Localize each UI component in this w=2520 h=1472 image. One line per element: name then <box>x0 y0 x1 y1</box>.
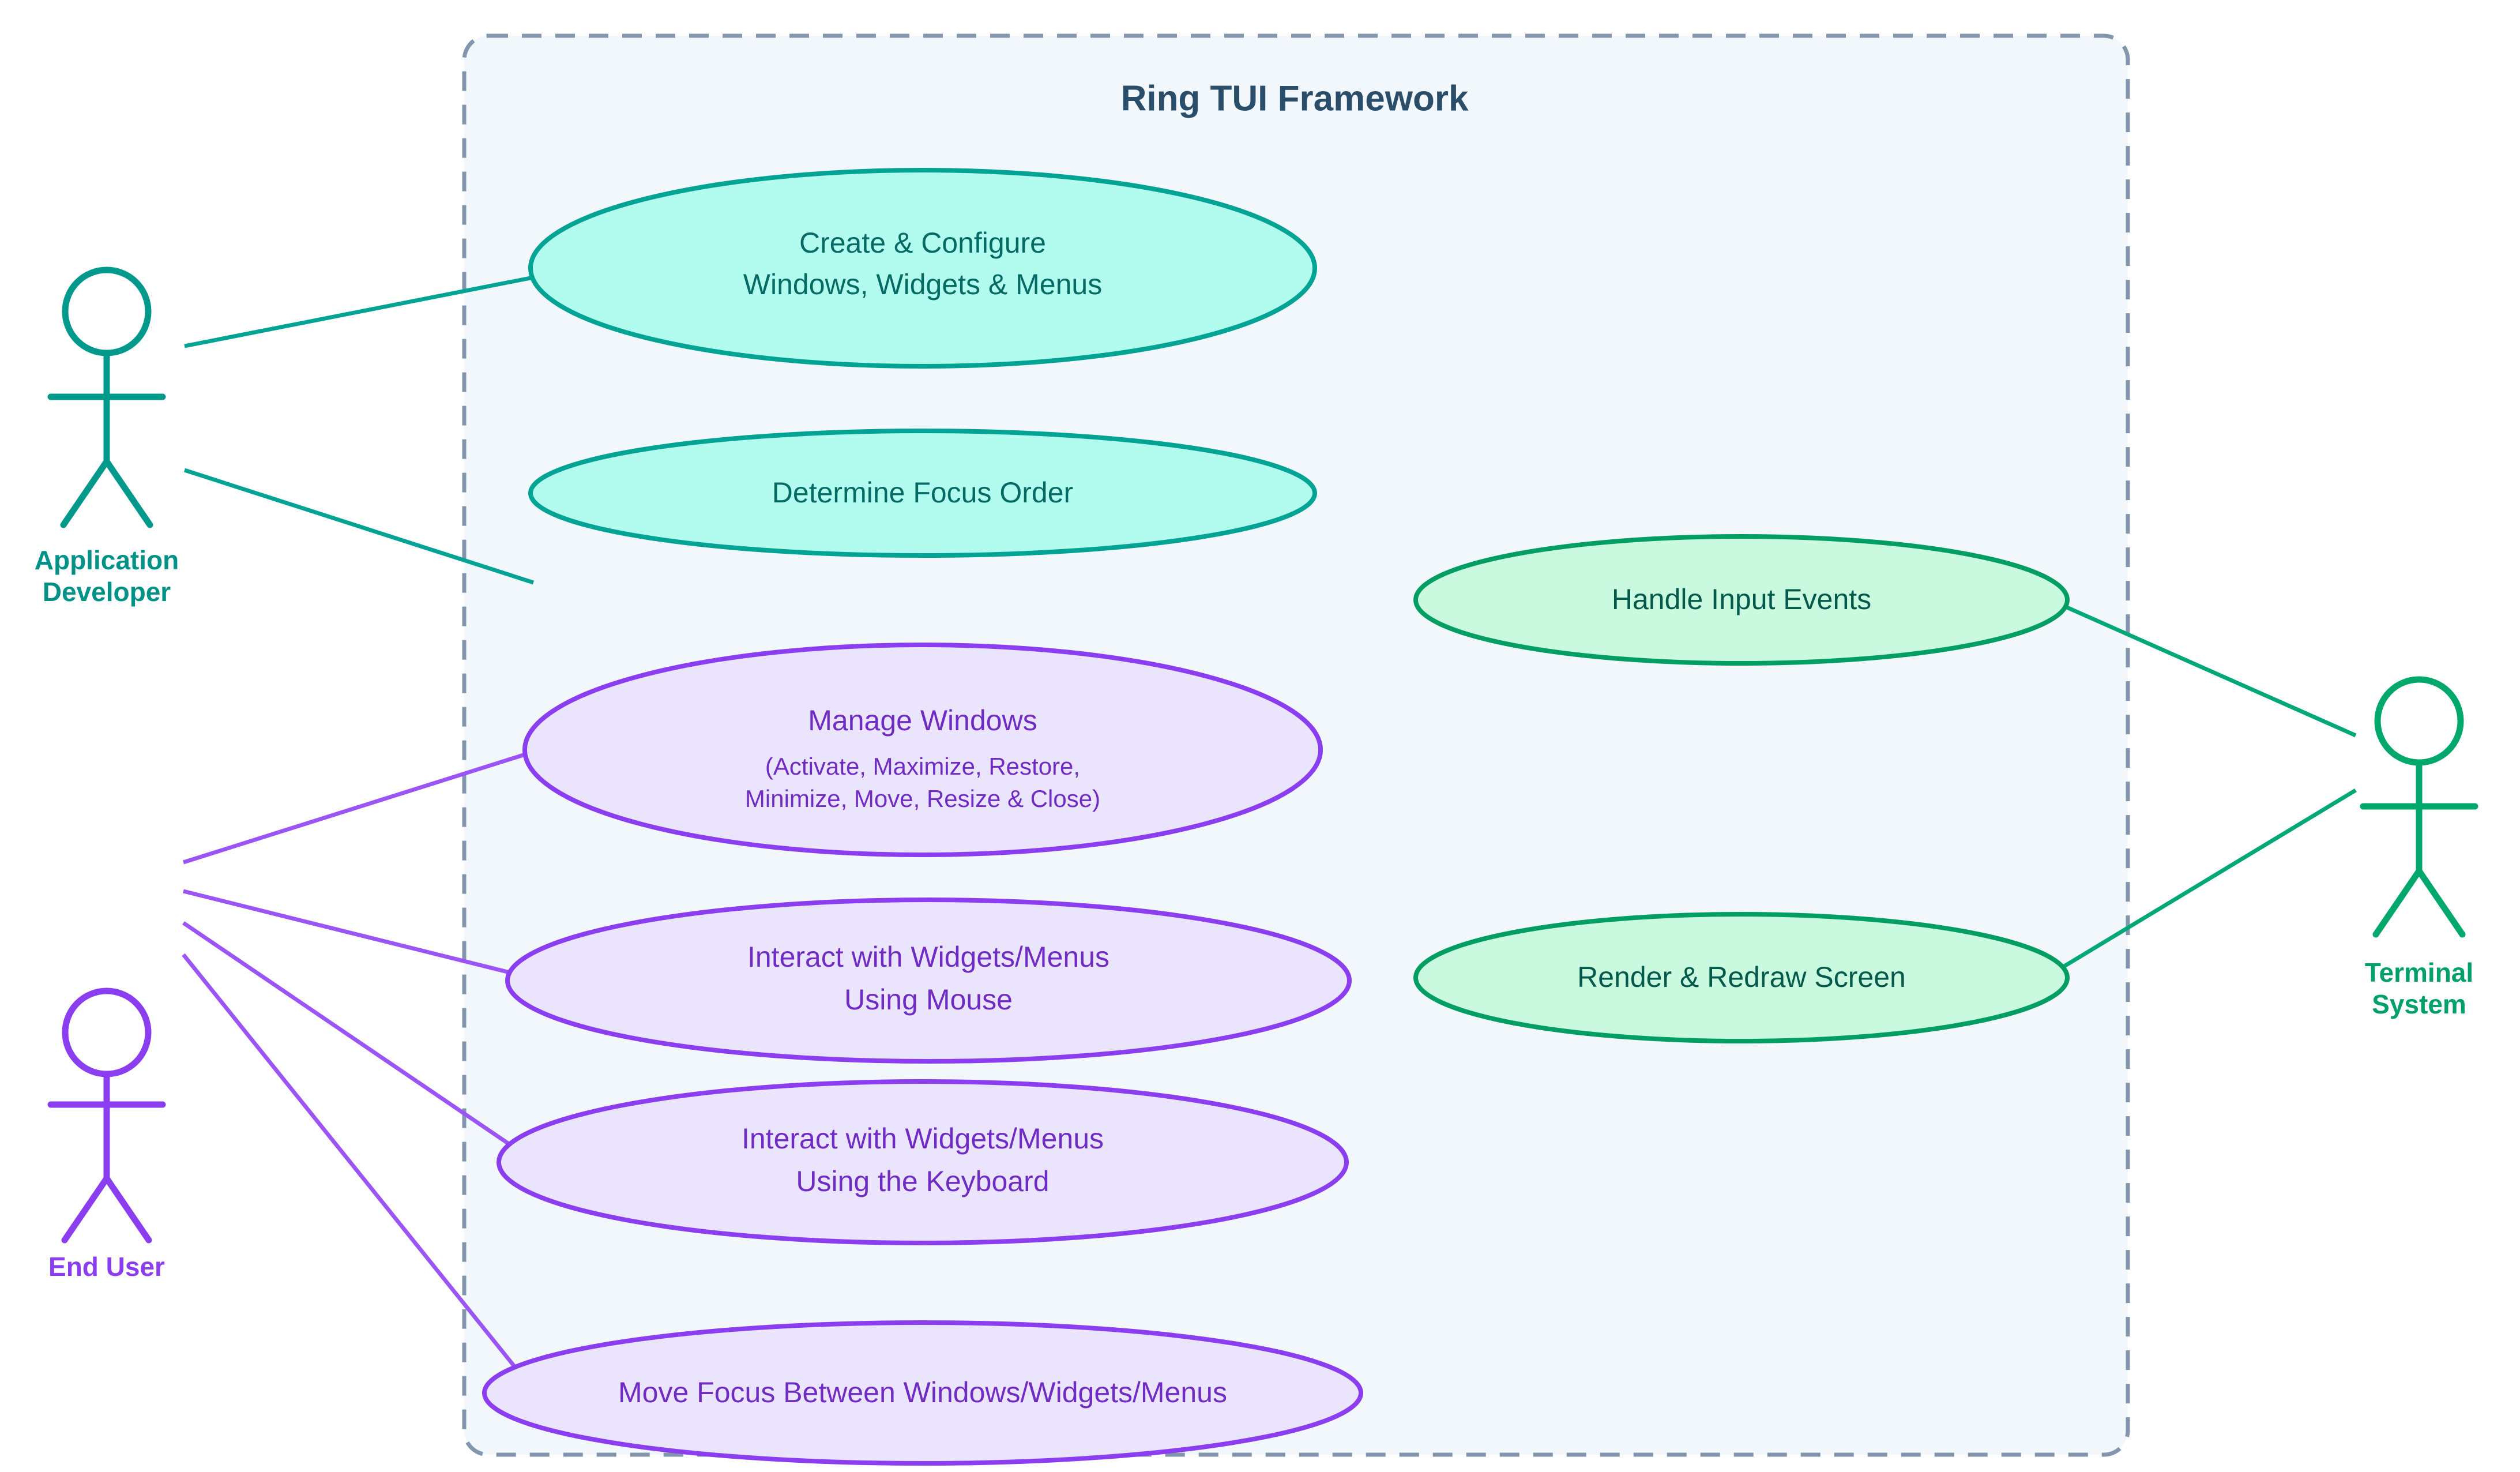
system-boundary-title: Ring TUI Framework <box>1121 78 1469 118</box>
use-case-ellipse[interactable] <box>1413 912 2070 1043</box>
actor-head-icon <box>2374 676 2464 766</box>
use-case-interact-mouse[interactable]: Interact with Widgets/Menus Using Mouse <box>505 898 1352 1064</box>
association-terminal-render-redraw-screen <box>2049 788 2357 977</box>
association-enduser-move-focus <box>182 953 524 1377</box>
use-case-label-line-1: Determine Focus Order <box>772 476 1073 509</box>
actor-head-icon <box>62 987 152 1077</box>
use-case-ellipse[interactable] <box>528 168 1317 369</box>
use-case-label-line-2: Using the Keyboard <box>796 1165 1049 1197</box>
use-case-sublabel-line-2: Minimize, Move, Resize & Close) <box>745 785 1100 812</box>
use-case-interact-keyboard[interactable]: Interact with Widgets/Menus Using the Ke… <box>497 1079 1349 1245</box>
use-case-label-line-1: Handle Input Events <box>1612 583 1871 615</box>
use-case-determine-focus-order[interactable]: Determine Focus Order <box>528 429 1317 558</box>
actor-label-line-2: System <box>2372 989 2466 1019</box>
actor-end-user[interactable]: End User <box>47 987 166 1282</box>
use-case-ellipse[interactable] <box>482 1320 1363 1466</box>
use-case-ellipse[interactable] <box>497 1079 1349 1245</box>
use-case-create-configure[interactable]: Create & Configure Windows, Widgets & Me… <box>528 168 1317 369</box>
use-case-label-line-1: Interact with Widgets/Menus <box>747 941 1109 973</box>
use-case-label-line-1: Render & Redraw Screen <box>1577 961 1906 993</box>
actor-right-leg-icon <box>103 1175 152 1244</box>
use-case-ellipse[interactable] <box>522 643 1323 857</box>
actor-left-leg-icon <box>2372 868 2423 938</box>
actor-label-line-2: Developer <box>43 577 171 607</box>
actor-right-leg-icon <box>103 458 153 528</box>
use-case-label-line-1: Create & Configure <box>799 227 1046 259</box>
use-case-manage-windows[interactable]: Manage Windows (Activate, Maximize, Rest… <box>522 643 1323 857</box>
use-case-label-line-1: Move Focus Between Windows/Widgets/Menus <box>618 1376 1227 1409</box>
actor-label-line-1: End User <box>48 1252 165 1282</box>
actor-application-developer[interactable]: Application Developer <box>35 266 179 607</box>
actor-left-leg-icon <box>61 1175 110 1244</box>
use-case-ellipse[interactable] <box>505 898 1352 1064</box>
use-case-ellipse[interactable] <box>528 429 1317 558</box>
use-case-label-line-1: Interact with Widgets/Menus <box>742 1122 1104 1155</box>
use-case-handle-input-events[interactable]: Handle Input Events <box>1413 534 2070 666</box>
actor-head-icon <box>62 266 152 356</box>
use-case-sublabel-line-1: (Activate, Maximize, Restore, <box>765 753 1080 780</box>
association-enduser-interact-keyboard <box>182 921 520 1152</box>
association-appdev-create-configure <box>184 275 537 348</box>
use-case-ellipse[interactable] <box>1413 534 2070 666</box>
use-case-label-line-2: Windows, Widgets & Menus <box>743 268 1102 301</box>
actor-right-leg-icon <box>2416 868 2466 938</box>
use-case-label-line-2: Using Mouse <box>844 983 1013 1016</box>
use-case-render-redraw-screen[interactable]: Render & Redraw Screen <box>1413 912 2070 1043</box>
actor-label-line-1: Application <box>35 545 179 575</box>
association-terminal-handle-input-events <box>2049 598 2357 738</box>
use-case-label-line-1: Manage Windows <box>808 704 1037 737</box>
actor-left-leg-icon <box>60 458 110 528</box>
actor-terminal-system[interactable]: Terminal System <box>2360 676 2478 1019</box>
association-enduser-interact-mouse <box>183 889 520 977</box>
actor-label-line-1: Terminal <box>2365 957 2473 987</box>
association-enduser-manage-windows <box>182 750 532 865</box>
association-appdev-determine-focus-order <box>183 468 535 585</box>
use-case-move-focus[interactable]: Move Focus Between Windows/Widgets/Menus <box>482 1320 1363 1466</box>
